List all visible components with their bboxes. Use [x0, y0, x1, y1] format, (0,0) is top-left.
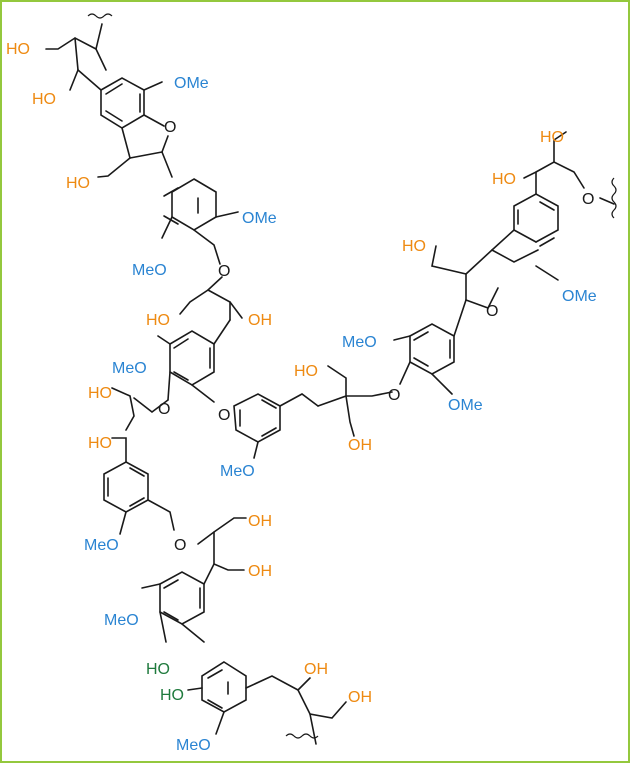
hydroxyl-label: HO	[146, 312, 170, 329]
hydroxyl-label: HO	[492, 171, 516, 188]
unit-a-phenylcoumaran	[45, 13, 173, 178]
ether-oxygen-label: O	[486, 303, 498, 320]
ether-oxygen-label: O	[158, 401, 170, 418]
methoxy-label: MeO	[220, 463, 255, 480]
unit-g-chain	[197, 517, 247, 585]
hydroxyl-label: OH	[248, 513, 272, 530]
hydroxyl-label: OH	[348, 689, 372, 706]
ether-oxygen-label: O	[174, 537, 186, 554]
hydroxyl-label: OH	[348, 437, 372, 454]
hydroxyl-label: HO	[88, 435, 112, 452]
methoxy-label: OMe	[562, 288, 597, 305]
unit-d-ring	[233, 365, 393, 459]
hydroxyl-label: OH	[248, 563, 272, 580]
methoxy-label: MeO	[342, 334, 377, 351]
methoxy-label: MeO	[176, 737, 211, 754]
ether-oxygen-label: O	[388, 387, 400, 404]
unit-f-chain	[111, 387, 135, 463]
hydroxyl-label: HO	[66, 175, 90, 192]
hydroxyl-label: HO	[540, 129, 564, 146]
hydroxyl-label: OH	[304, 661, 328, 678]
methoxy-label: MeO	[112, 360, 147, 377]
methoxy-label: OMe	[174, 75, 209, 92]
atom-labels: HO HO OMe O HO OMe MeO O HO OH MeO O O M…	[6, 41, 597, 754]
hydroxyl-label: HO	[294, 363, 318, 380]
methoxy-label: MeO	[84, 537, 119, 554]
methoxy-label: MeO	[132, 262, 167, 279]
hydroxyl-label: HO	[402, 238, 426, 255]
ether-oxygen-label: O	[218, 407, 230, 424]
phenol-hydroxyl-label: HO	[160, 687, 184, 704]
ether-oxygen-label: O	[164, 119, 176, 136]
hydroxyl-label: HO	[6, 41, 30, 58]
unit-e-coumaran	[431, 131, 617, 309]
unit-b-ring	[161, 178, 243, 345]
hydroxyl-label: HO	[32, 91, 56, 108]
unit-g-ring	[141, 571, 205, 643]
unit-e-ring-lower	[393, 299, 467, 395]
unit-c-ring	[133, 330, 215, 414]
ether-oxygen-label: O	[582, 191, 594, 208]
hydroxyl-label: OH	[248, 312, 272, 329]
hydroxyl-label: HO	[88, 385, 112, 402]
phenol-hydroxyl-label: HO	[146, 661, 170, 678]
ether-oxygen-label: O	[218, 263, 230, 280]
unit-f-ring	[103, 461, 175, 535]
unit-h-ring	[187, 661, 347, 745]
methoxy-label: MeO	[104, 612, 139, 629]
methoxy-label: OMe	[242, 210, 277, 227]
methoxy-label: OMe	[448, 397, 483, 414]
